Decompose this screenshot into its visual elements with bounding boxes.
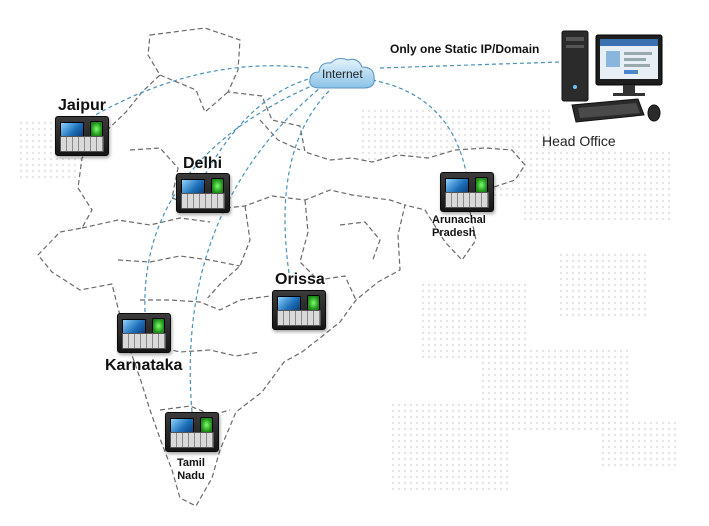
- location-label-jaipur: Jaipur: [58, 97, 107, 114]
- location-label-karnataka: Karnataka: [105, 357, 183, 374]
- link-internet-head-office: [379, 61, 561, 69]
- link-arunachal: [371, 79, 467, 173]
- location-label-delhi: Delhi: [183, 155, 223, 172]
- biometric-terminal-icon: [176, 173, 230, 213]
- biometric-terminal-icon: [440, 172, 494, 212]
- head-office-label: Head Office: [542, 133, 616, 149]
- internet-label: Internet: [322, 67, 363, 81]
- link-tamil: [189, 87, 321, 413]
- biometric-terminal-icon: [272, 290, 326, 330]
- biometric-terminal-icon: [117, 313, 171, 353]
- link-orissa: [284, 89, 331, 281]
- dotted-world-map: [20, 110, 680, 490]
- location-label-line: Arunachal: [432, 214, 486, 226]
- location-label-line: Tamil: [177, 457, 205, 469]
- location-label-arunachal: Arunachal Pradesh: [432, 214, 486, 240]
- location-label-line: Pradesh: [432, 227, 476, 239]
- biometric-terminal-icon: [55, 116, 109, 156]
- location-label-orissa: Orissa: [275, 271, 325, 288]
- location-label-tamil-nadu: Tamil Nadu: [177, 457, 205, 483]
- internet-cloud-icon: [309, 58, 375, 89]
- location-label-line: Nadu: [177, 470, 205, 482]
- link-delhi: [204, 77, 313, 176]
- link-jaipur: [89, 65, 311, 119]
- biometric-terminal-icon: [165, 412, 219, 452]
- static-ip-label: Only one Static IP/Domain: [390, 42, 540, 56]
- desktop-computer-icon: [561, 30, 663, 123]
